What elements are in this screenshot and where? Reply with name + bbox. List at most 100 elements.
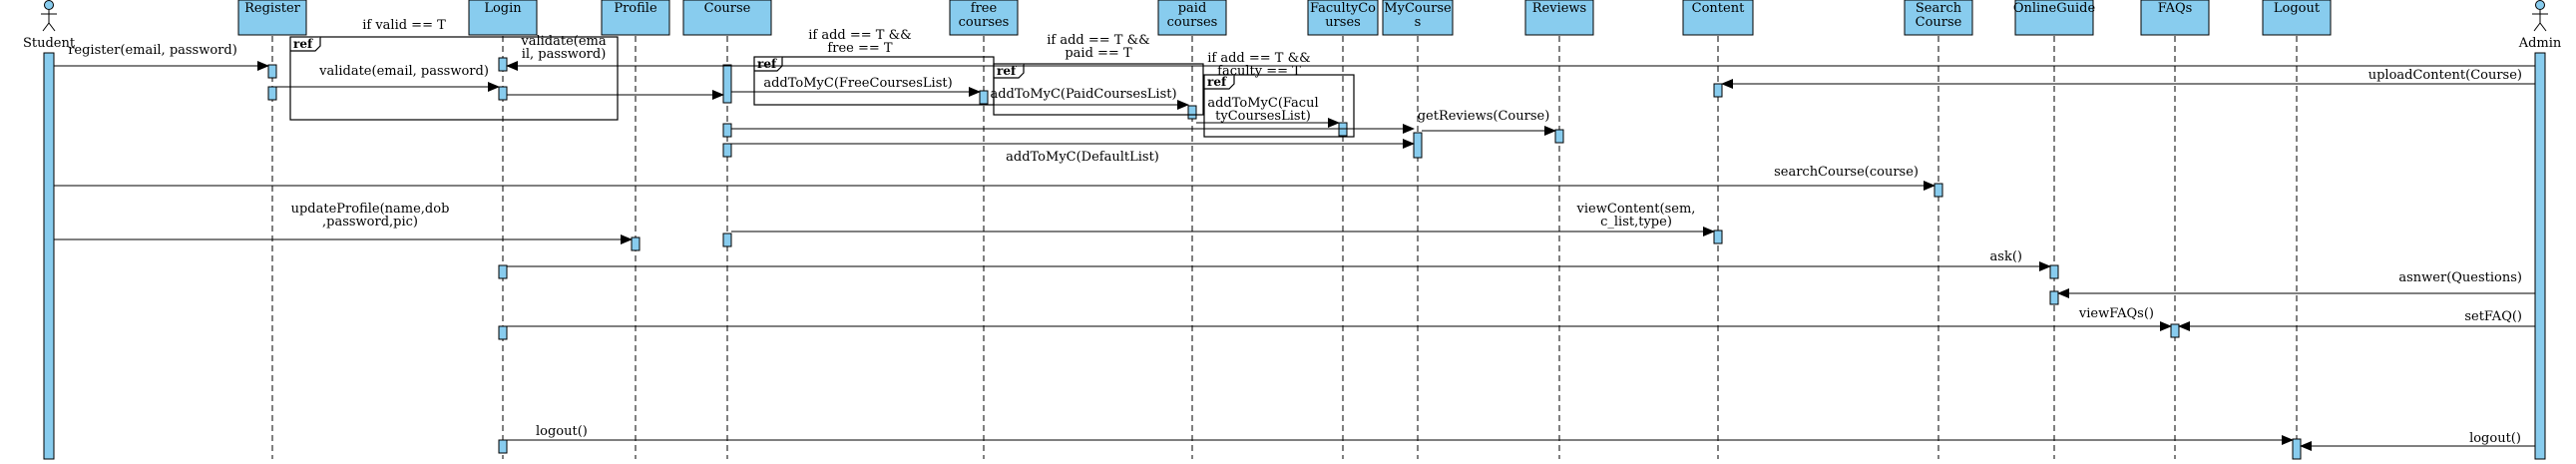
content-lifeline-header: Content xyxy=(1682,0,1754,36)
onlineguide-label: OnlineGuide xyxy=(2013,1,2096,16)
fragment-guard: if add == T && xyxy=(1207,51,1311,66)
message-label: setFAQ() xyxy=(2464,309,2522,324)
admin-activation-bar xyxy=(2534,52,2546,460)
facultycourses-box xyxy=(1307,0,1379,36)
course-lifeline-header: Course xyxy=(682,0,772,36)
message-m17: viewFAQs() xyxy=(507,306,2172,331)
onlineguide-activation xyxy=(2049,290,2059,305)
message-label: ask() xyxy=(1990,249,2022,264)
message-m2: validate(email, password) xyxy=(276,64,500,92)
course-label: Course xyxy=(704,1,751,16)
freecourses-label: courses xyxy=(959,15,1010,30)
message-m3: validate(email, password) xyxy=(506,34,2535,71)
message-m11: addToMyC(DefaultList) xyxy=(731,139,1415,165)
fragment-guard: paid == T xyxy=(1065,46,1132,61)
fragment-operator: ref xyxy=(293,37,313,51)
message-label: validate(email, password) xyxy=(318,64,489,79)
login-box xyxy=(468,0,538,36)
message-label: il, password) xyxy=(522,47,607,62)
profile-label: Profile xyxy=(614,1,657,16)
fragment-operator: ref xyxy=(757,57,777,71)
paidcourses-label: courses xyxy=(1167,15,1218,30)
actor-head-icon xyxy=(44,0,54,10)
login-activation xyxy=(498,86,508,101)
reviews-label: Reviews xyxy=(1532,1,1586,16)
faqs-box xyxy=(2140,0,2210,36)
register-lifeline-header: Register xyxy=(237,0,307,36)
fragment-frame xyxy=(993,63,1204,116)
mycourses-label: MyCourse xyxy=(1384,1,1452,16)
course-activation xyxy=(722,123,732,138)
admin-actor: Admin xyxy=(2518,0,2562,51)
reviews-box xyxy=(1524,0,1594,36)
course-activation xyxy=(722,143,732,158)
logout-activation xyxy=(2292,438,2302,460)
facultycourses-label: FacultyCo xyxy=(1310,1,1376,16)
message-m10: getReviews(Course) xyxy=(1418,109,1556,136)
freecourses-activation xyxy=(979,90,989,105)
login-activation xyxy=(498,264,508,279)
searchcourse-activation xyxy=(1933,183,1943,198)
student-activation-bar xyxy=(43,52,55,460)
fragment-operator: ref xyxy=(997,64,1017,78)
message-label: ,password,pic) xyxy=(322,215,418,230)
message-m5: uploadContent(Course) xyxy=(1721,68,2535,89)
searchcourse-box xyxy=(1904,0,1973,36)
message-label: viewFAQs() xyxy=(2078,306,2154,321)
message-m7: addToMyC(PaidCoursesList) xyxy=(988,87,1189,110)
message-label: addToMyC(DefaultList) xyxy=(1006,150,1159,165)
login-label: Login xyxy=(484,1,522,16)
message-m18: setFAQ() xyxy=(2178,309,2535,331)
message-m6: addToMyC(FreeCoursesList) xyxy=(731,76,981,97)
facultycourses-label: urses xyxy=(1325,15,1361,30)
message-label: asnwer(Questions) xyxy=(2398,270,2522,285)
message-m1: register(email, password) xyxy=(54,43,269,71)
mycourses-activation xyxy=(1413,132,1423,159)
message-m13: updateProfile(name,dob,password,pic) xyxy=(54,202,633,244)
message-label: addToMyC(FreeCoursesList) xyxy=(763,76,952,91)
message-label: getReviews(Course) xyxy=(1418,109,1550,124)
profile-lifeline-header: Profile xyxy=(601,0,670,36)
fragment-guard: free == T xyxy=(827,41,892,56)
logout-box xyxy=(2262,0,2332,36)
faqs-lifeline-header: FAQs xyxy=(2140,0,2210,36)
content-box xyxy=(1682,0,1754,36)
message-m19: logout() xyxy=(507,424,2294,445)
student-actor: Student xyxy=(23,0,76,51)
fragment-guard: if add == T && xyxy=(1047,33,1150,48)
mycourses-label: s xyxy=(1415,15,1422,30)
register-activation xyxy=(267,86,277,101)
onlineguide-activation xyxy=(2049,264,2059,279)
message-label: tyCoursesList) xyxy=(1215,109,1311,124)
fragment-frame xyxy=(1203,74,1355,138)
message-label: validate(ema xyxy=(520,34,606,49)
profile-box xyxy=(601,0,670,36)
fragment-guard: if add == T && xyxy=(808,28,912,43)
message-label: searchCourse(course) xyxy=(1774,165,1919,180)
message-m12: searchCourse(course) xyxy=(54,165,1935,191)
login-activation xyxy=(498,325,508,340)
message-m16: asnwer(Questions) xyxy=(2057,270,2535,298)
register-box xyxy=(237,0,307,36)
message-label: addToMyC(PaidCoursesList) xyxy=(990,87,1176,102)
fragment-operator: ref xyxy=(1207,75,1227,89)
login-activation xyxy=(498,57,508,72)
message-label: uploadContent(Course) xyxy=(2368,68,2522,83)
course-activation xyxy=(722,64,732,104)
login-activation xyxy=(498,439,508,454)
onlineguide-lifeline-header: OnlineGuide xyxy=(2013,0,2096,36)
content-activation xyxy=(1713,83,1723,98)
message-label: viewContent(sem, xyxy=(1576,202,1696,217)
paidcourses-box xyxy=(1157,0,1227,36)
course-box xyxy=(682,0,772,36)
message-label: addToMyC(Facul xyxy=(1207,96,1318,111)
message-label: logout() xyxy=(2469,431,2521,446)
fragment-frame xyxy=(289,36,619,121)
